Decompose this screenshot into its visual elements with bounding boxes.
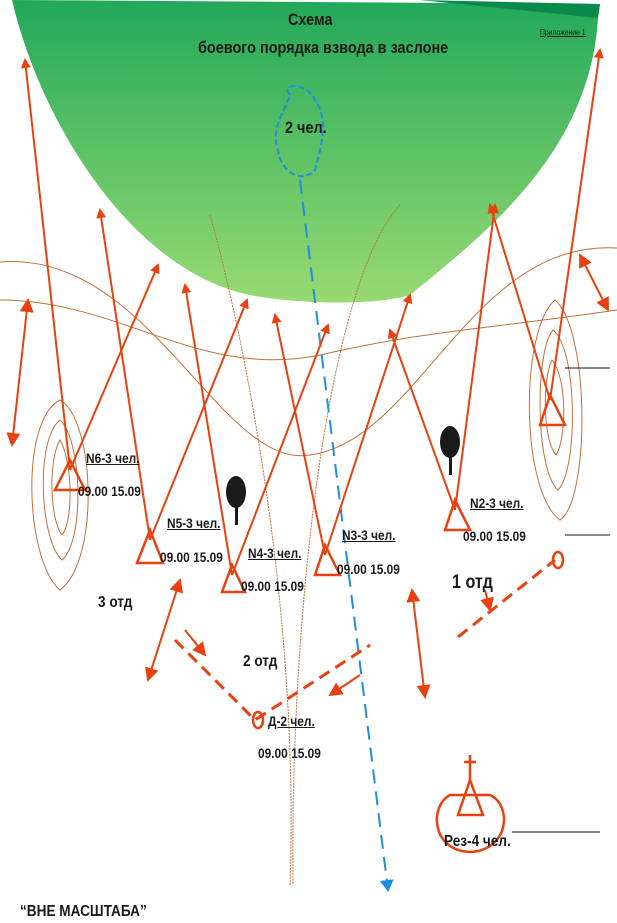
position-time: 09.00 15.09 bbox=[78, 483, 141, 499]
position-label: N3-3 чел. bbox=[342, 527, 396, 543]
squad-label: 2 отд bbox=[243, 653, 278, 670]
position-label: N6-3 чел. bbox=[86, 450, 140, 466]
double-arrows bbox=[6, 253, 609, 699]
position-markers bbox=[52, 391, 568, 854]
squad-label: 1 отд bbox=[452, 572, 493, 593]
squad-label: 3 отд bbox=[98, 594, 133, 611]
scale-note: “ВНЕ МАСШТАБА” bbox=[20, 903, 147, 920]
observer-route bbox=[299, 179, 394, 892]
position-label: N2-3 чел. bbox=[470, 495, 524, 511]
reserve-label: Рез-4 чел. bbox=[444, 833, 511, 850]
squad-boundaries bbox=[173, 558, 556, 722]
position-label: N4-3 чел. bbox=[248, 545, 302, 561]
position-time: 09.00 15.09 bbox=[258, 745, 321, 761]
fire-sector-arrows bbox=[20, 48, 604, 576]
position-label: N5-3 чел. bbox=[167, 515, 221, 531]
terrain-contours bbox=[0, 204, 617, 886]
observer-label: 2 чел. bbox=[285, 118, 327, 137]
forest-area bbox=[12, 0, 600, 303]
position-time: 09.00 15.09 bbox=[241, 578, 304, 594]
position-time: 09.00 15.09 bbox=[463, 528, 526, 544]
position-time: 09.00 15.09 bbox=[337, 561, 400, 577]
diagram-title: Схема bbox=[288, 10, 333, 29]
position-label: Д-2 чел. bbox=[268, 713, 315, 729]
diagram-subtitle: боевого порядка взвода в заслоне bbox=[198, 38, 449, 57]
tree-icons bbox=[226, 426, 460, 525]
appendix-label: Приложение 1 bbox=[540, 28, 586, 37]
position-time: 09.00 15.09 bbox=[160, 549, 223, 565]
observer-post bbox=[274, 84, 324, 177]
